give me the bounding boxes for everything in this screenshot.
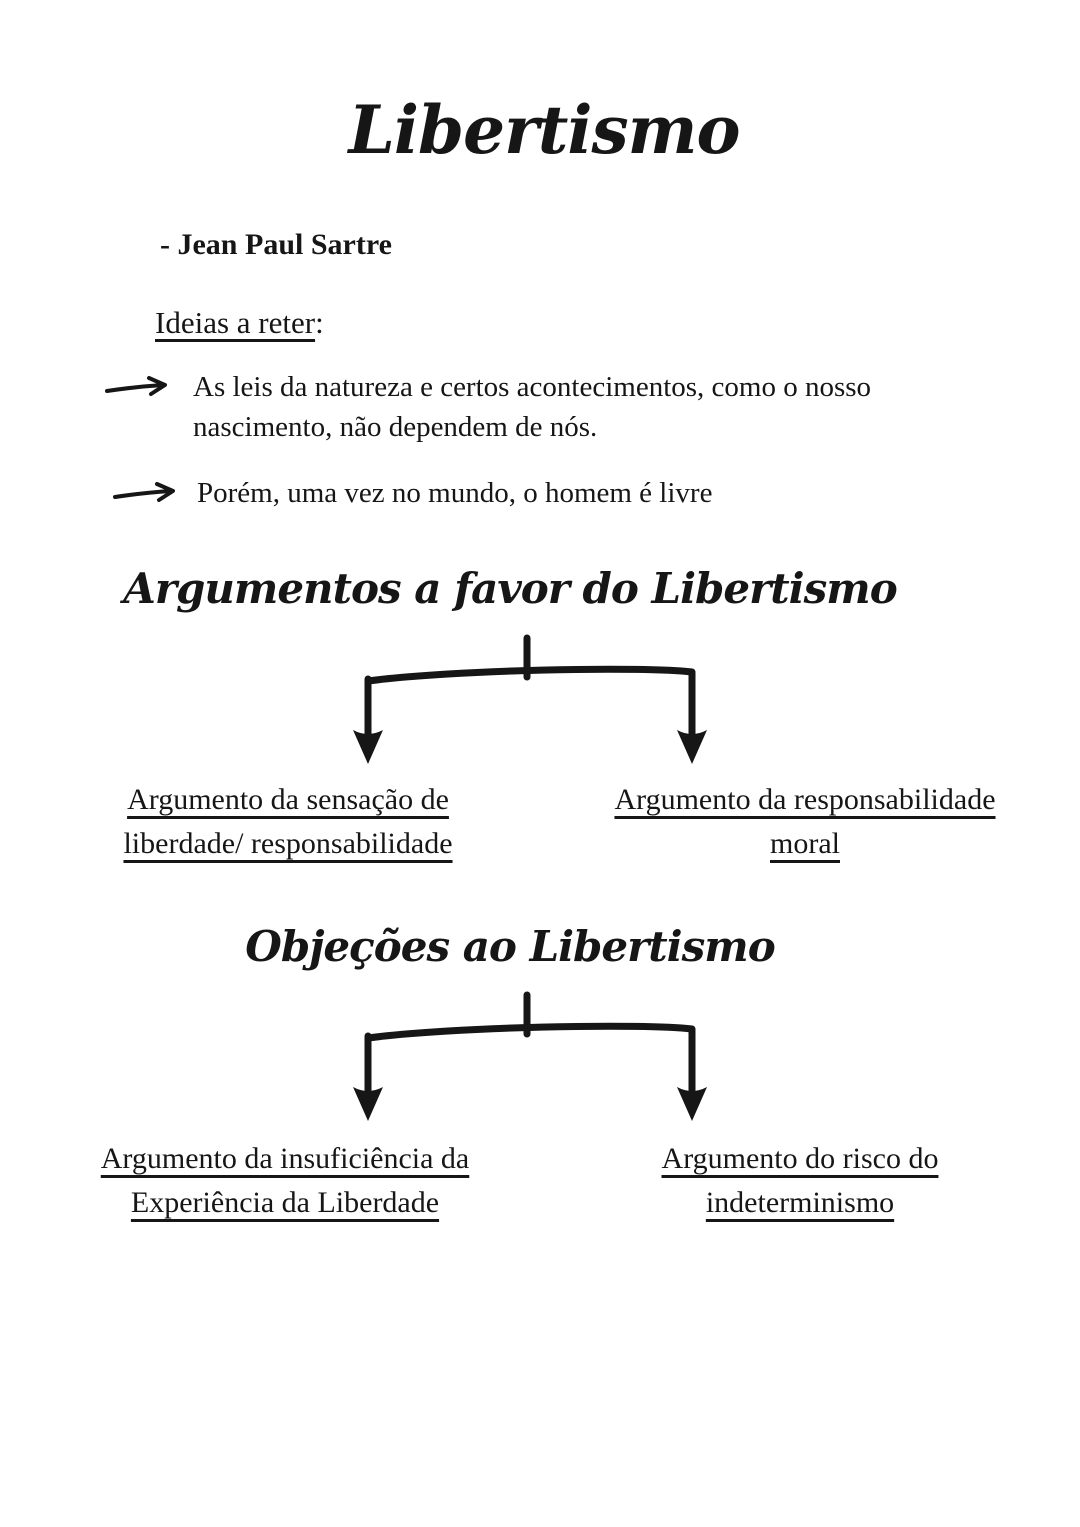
bullet-item: Porém, uma vez no mundo, o homem é livre [197,473,997,513]
ideas-heading: Ideias a reter: [155,304,324,341]
branch-label-line: liberdade/ responsabilidade [123,827,453,860]
down-arrowhead-icon [353,730,383,764]
tree-branch-bar [364,665,696,685]
branch-label-line: Argumento da insuficiência da [100,1142,470,1175]
bullet-line: Porém, uma vez no mundo, o homem é livre [197,477,713,509]
tree-branch-bar [364,1022,696,1042]
branch-label-line: Argumento da responsabilidade [614,783,996,816]
page-title: Libertismo [348,91,741,169]
branch-label-line: Argumento da sensação de [127,783,449,816]
right-arrow-icon [105,376,167,396]
bullet-item: As leis da natureza e certos acontecimen… [193,367,993,447]
bullet-line: nascimento, não dependem de nós. [193,411,598,443]
branch-label: Argumento da insuficiência da Experiênci… [65,1137,505,1225]
branch-label-line: Argumento do risco do [661,1142,939,1175]
section-heading-argumentos-favor: Argumentos a favor do Libertismo [123,564,897,613]
down-arrowhead-icon [677,730,707,764]
ideas-heading-text: Ideias a reter [155,305,316,340]
branch-label: Argumento do risco do indeterminismo [630,1137,970,1225]
branch-label: Argumento da sensação de liberdade/ resp… [83,778,493,866]
branch-label-line: indeterminismo [705,1186,895,1219]
section-heading-objecoes: Objeções ao Libertismo [245,922,775,971]
branch-label: Argumento da responsabilidade moral [580,778,1030,866]
branch-label-line: Experiência da Liberdade [130,1186,440,1219]
ideas-heading-colon: : [315,305,324,340]
bullet-line: As leis da natureza e certos acontecimen… [193,371,872,403]
author-line: - Jean Paul Sartre [160,228,392,261]
branch-tree-diagram [353,991,707,1121]
down-arrowhead-icon [353,1087,383,1121]
branch-tree-diagram [353,634,707,764]
branch-label-line: moral [770,827,840,860]
down-arrowhead-icon [677,1087,707,1121]
right-arrow-icon [113,482,175,502]
